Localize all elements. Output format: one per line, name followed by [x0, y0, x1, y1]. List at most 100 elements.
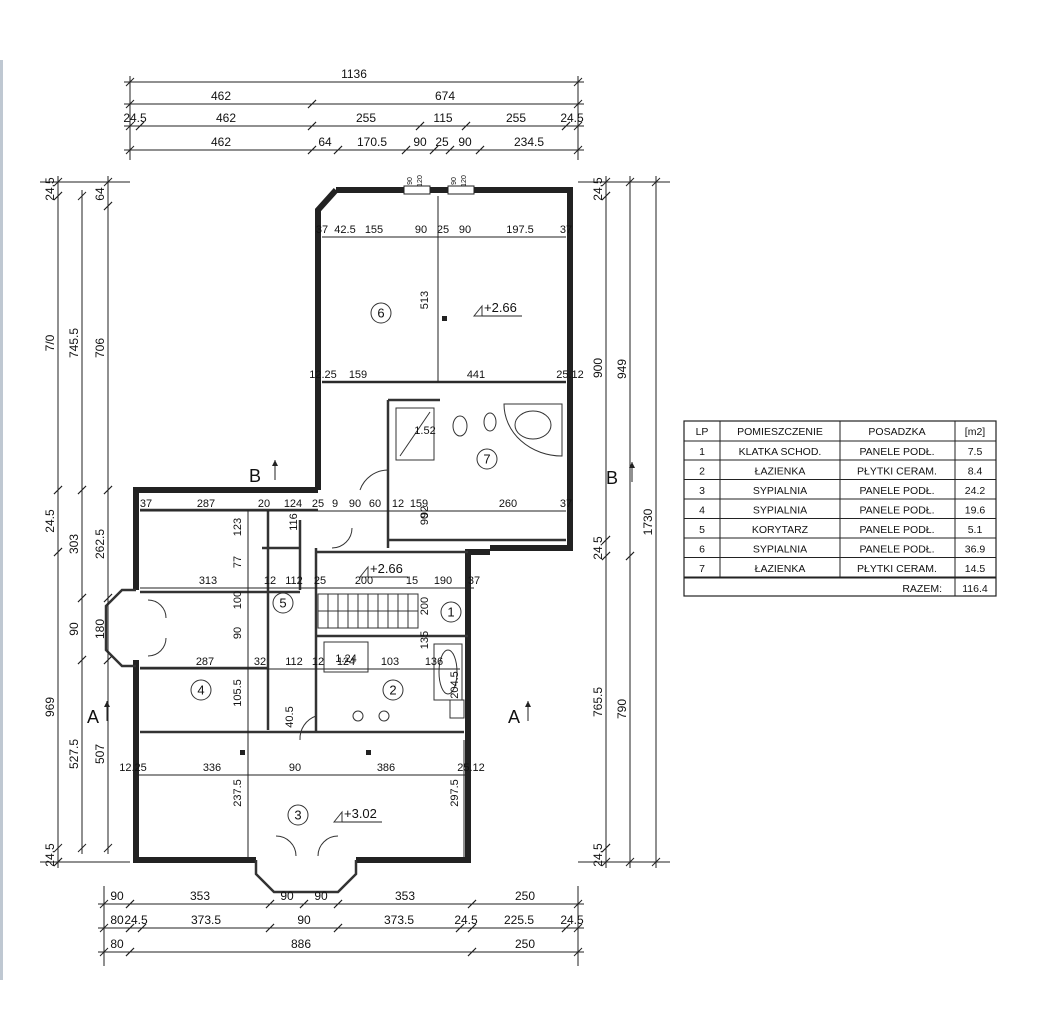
- interior-dim-label: 32: [254, 656, 266, 668]
- dim-tick: [53, 485, 63, 495]
- interior-dim-label: 90: [289, 762, 301, 774]
- section-mark: B: [606, 468, 618, 488]
- dim-tick: [77, 843, 87, 853]
- interior-dim-label: 25: [437, 224, 449, 236]
- dim-tick: [601, 551, 611, 561]
- interior-dim-label: 42.5: [334, 224, 355, 236]
- dim-tick: [475, 145, 485, 155]
- dim-tick: [573, 99, 583, 109]
- interior-vdim-label: 92: [419, 506, 431, 518]
- table-cell: ŁAZIENKA: [755, 466, 806, 478]
- dim-label: 90: [297, 913, 311, 927]
- window-label: 90: [451, 177, 458, 185]
- interior-dim-label: 90: [459, 224, 471, 236]
- dim-label: 790: [615, 699, 629, 719]
- interior-dim-label: 12: [392, 498, 404, 510]
- table-cell: PŁYTKI CERAM.: [857, 563, 937, 575]
- interior-dim-label: 90: [349, 498, 361, 510]
- interior-dim-label: 112: [285, 575, 303, 587]
- section-arrowhead: [629, 462, 635, 468]
- left-dimension-chains: 24.57/024.596924.5745.530390527.56470626…: [43, 176, 113, 868]
- dim-tick: [573, 899, 583, 909]
- dim-label: 64: [318, 135, 332, 149]
- room-number: 2: [389, 683, 396, 698]
- dim-label: 886: [291, 937, 311, 951]
- interior-vdim-label: 237.5: [232, 779, 244, 807]
- dim-label: 7/0: [43, 334, 57, 351]
- interior-dim-label: 313: [199, 575, 217, 587]
- dim-tick: [103, 655, 113, 665]
- dim-tick: [573, 923, 583, 933]
- dim-label: 24.5: [560, 913, 584, 927]
- dim-tick: [99, 947, 109, 957]
- dim-tick: [125, 99, 135, 109]
- dim-tick: [103, 177, 113, 187]
- interior-dim-label: 25: [314, 575, 326, 587]
- dim-tick: [601, 843, 611, 853]
- dim-label: 250: [515, 889, 535, 903]
- scan-edge: [0, 60, 3, 980]
- interior-vdim-label: 123: [232, 518, 244, 536]
- dim-tick: [601, 191, 611, 201]
- interior-dim-label: 37: [560, 498, 572, 510]
- dim-label: 674: [435, 89, 455, 103]
- misc-labels: 1.521.24: [335, 425, 435, 665]
- level-triangle: [358, 565, 369, 578]
- interior-dim-label: 20: [258, 498, 270, 510]
- interior-dim-label: 159: [410, 498, 428, 510]
- dim-label: 24.5: [43, 177, 57, 201]
- dim-label: 303: [67, 534, 81, 554]
- dim-tick: [103, 485, 113, 495]
- table-header: POMIESZCZENIE: [737, 426, 823, 438]
- dim-tick: [137, 923, 147, 933]
- window-label: 120: [461, 175, 468, 187]
- dim-label: 225.5: [504, 913, 534, 927]
- dim-tick: [429, 145, 439, 155]
- dim-label: 90: [110, 889, 124, 903]
- dim-label: 115: [433, 111, 452, 125]
- table-cell: 1: [699, 446, 705, 458]
- dim-tick: [125, 121, 135, 131]
- dim-tick: [53, 843, 63, 853]
- dim-tick: [265, 899, 275, 909]
- dim-label: 706: [93, 338, 107, 358]
- room-number: 6: [377, 306, 384, 321]
- interior-vdim-label: 40.5: [284, 706, 296, 727]
- dim-tick: [561, 121, 571, 131]
- dim-label: 24.5: [123, 111, 147, 125]
- table-header: LP: [696, 426, 709, 438]
- interior-dim-label: 287: [196, 656, 214, 668]
- dim-label: 90: [67, 622, 81, 636]
- dim-label: 24.5: [560, 111, 584, 125]
- dim-label: 900: [591, 358, 605, 378]
- dim-tick: [573, 121, 583, 131]
- room-number: 1: [447, 605, 454, 620]
- interior-dim-label: 60: [369, 498, 381, 510]
- interior-vdim-label: 135: [419, 631, 431, 649]
- interior-dim-label: 25: [312, 498, 324, 510]
- table-cell: SYPIALNIA: [753, 505, 807, 517]
- dim-tick: [125, 923, 135, 933]
- table-cell: PANELE PODŁ.: [859, 505, 934, 517]
- dim-tick: [601, 535, 611, 545]
- level-triangle: [332, 810, 343, 823]
- dim-tick: [77, 485, 87, 495]
- dim-label: 1136: [341, 67, 367, 81]
- dim-label: 80: [110, 937, 124, 951]
- dim-label: 527.5: [67, 739, 81, 769]
- dim-label: 462: [211, 135, 231, 149]
- dim-tick: [77, 593, 87, 603]
- dim-tick: [601, 857, 611, 867]
- interior-dim-label: 112: [285, 656, 303, 668]
- table-cell: PANELE PODŁ.: [859, 485, 934, 497]
- table-cell: 7: [699, 563, 705, 575]
- dim-tick: [135, 121, 145, 131]
- interior-vdim-label: 100: [232, 591, 244, 609]
- dim-tick: [401, 145, 411, 155]
- dim-label: 353: [395, 889, 415, 903]
- table-cell: 6: [699, 544, 705, 556]
- dim-tick: [99, 923, 109, 933]
- table-header: POSADZKA: [868, 426, 925, 438]
- interior-dim-label: 37: [560, 224, 572, 236]
